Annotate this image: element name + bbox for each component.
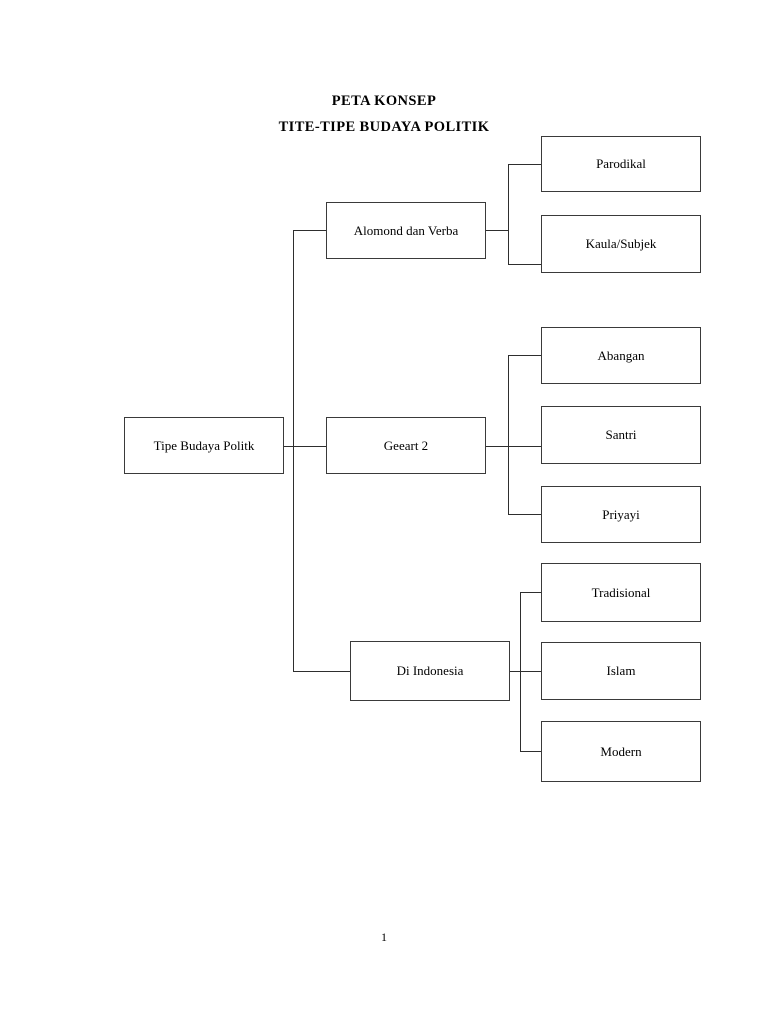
- node-islam-label: Islam: [606, 663, 636, 678]
- node-kaula-subjek[interactable]: Kaula/Subjek: [541, 215, 701, 273]
- node-abangan-label: Abangan: [597, 347, 645, 363]
- node-almond-verba-label: Alomond dan Verba: [353, 222, 459, 238]
- connector-mid2-to-leaf5: [508, 514, 542, 515]
- node-parodikal-label: Parodikal: [596, 156, 646, 171]
- connector-mid1-to-leaf1: [508, 164, 542, 165]
- node-priyayi[interactable]: Priyayi: [541, 486, 701, 543]
- title-line-1: PETA KONSEP: [331, 93, 437, 109]
- connector-mid1-stub: [486, 230, 509, 231]
- connector-root-stub: [284, 446, 294, 447]
- page-number: 1: [381, 930, 387, 944]
- connector-root-to-mid3: [293, 671, 351, 672]
- connector-mid3-trunk: [520, 592, 521, 752]
- node-geeart-2[interactable]: Geeart 2: [326, 417, 486, 474]
- connector-root-to-mid1: [293, 230, 327, 231]
- node-root[interactable]: Tipe Budaya Politk: [124, 417, 284, 474]
- connector-root-trunk: [293, 230, 294, 672]
- title-line-2: TITE-TIPE BUDAYA POLITIK: [278, 119, 490, 135]
- connector-mid2-to-leaf4: [508, 446, 542, 447]
- connector-mid1-to-leaf2: [508, 264, 542, 265]
- node-modern-label: Modern: [600, 743, 642, 759]
- node-santri[interactable]: Santri: [541, 406, 701, 464]
- node-almond-verba[interactable]: Alomond dan Verba: [326, 202, 486, 259]
- connector-mid2-stub: [486, 446, 509, 447]
- connector-mid1-trunk: [508, 164, 509, 265]
- node-root-label: Tipe Budaya Politk: [153, 437, 255, 453]
- connector-root-to-mid2: [293, 446, 327, 447]
- node-geeart-2-label: Geeart 2: [383, 437, 429, 453]
- node-abangan[interactable]: Abangan: [541, 327, 701, 384]
- connector-mid2-to-leaf3: [508, 355, 542, 356]
- node-modern[interactable]: Modern: [541, 721, 701, 782]
- node-parodikal[interactable]: Parodikal: [541, 136, 701, 192]
- connector-mid3-stub: [510, 671, 521, 672]
- node-kaula-subjek-label: Kaula/Subjek: [585, 236, 657, 251]
- connector-mid3-to-leaf6: [520, 592, 542, 593]
- diagram-title: PETA KONSEP TITE-TIPE BUDAYA POLITIK: [0, 88, 768, 140]
- connector-mid3-to-leaf7: [520, 671, 542, 672]
- node-santri-label: Santri: [605, 427, 637, 442]
- connector-mid3-to-leaf8: [520, 751, 542, 752]
- connector-mid2-trunk: [508, 355, 509, 515]
- node-di-indonesia[interactable]: Di Indonesia: [350, 641, 510, 701]
- node-di-indonesia-label: Di Indonesia: [396, 663, 464, 678]
- node-priyayi-label: Priyayi: [602, 506, 640, 522]
- node-islam[interactable]: Islam: [541, 642, 701, 700]
- node-tradisional[interactable]: Tradisional: [541, 563, 701, 622]
- node-tradisional-label: Tradisional: [591, 584, 651, 600]
